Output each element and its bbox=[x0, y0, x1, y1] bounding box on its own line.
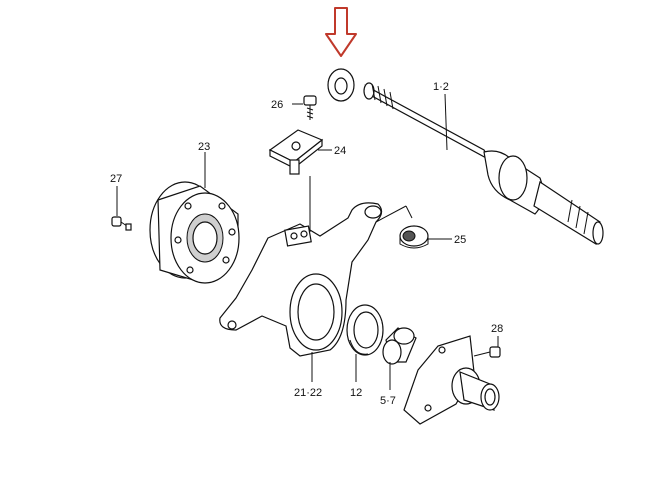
bearing-25-part bbox=[399, 225, 429, 249]
callout-hub-23: 23 bbox=[198, 141, 210, 153]
callout-seal-12: 12 bbox=[350, 387, 362, 399]
callout-bolt-27: 27 bbox=[110, 173, 122, 185]
callout-bearing-25: 25 bbox=[454, 234, 466, 246]
hub-23-part bbox=[149, 181, 240, 284]
callout-bolt-28: 28 bbox=[491, 323, 503, 335]
bolt-28-part bbox=[473, 346, 501, 358]
drive-shaft-part bbox=[363, 82, 604, 245]
seal-12-part bbox=[346, 304, 384, 356]
callout-bolt-26: 26 bbox=[271, 99, 283, 111]
leader-lines bbox=[116, 93, 499, 390]
callout-shaft: 1·2 bbox=[433, 81, 449, 93]
callout-plate-24: 24 bbox=[334, 145, 346, 157]
bolt-27-part bbox=[111, 216, 132, 231]
spindle-plate-part bbox=[403, 335, 500, 425]
callout-bushing: 5·7 bbox=[380, 395, 396, 407]
knuckle-part bbox=[219, 176, 413, 357]
highlight-arrow bbox=[325, 7, 357, 57]
bolt-26-part bbox=[303, 95, 317, 120]
washer-part bbox=[327, 68, 355, 102]
callout-knuckle: 21·22 bbox=[294, 387, 322, 399]
plate-24-part bbox=[268, 129, 324, 175]
bushing-part bbox=[382, 327, 417, 365]
